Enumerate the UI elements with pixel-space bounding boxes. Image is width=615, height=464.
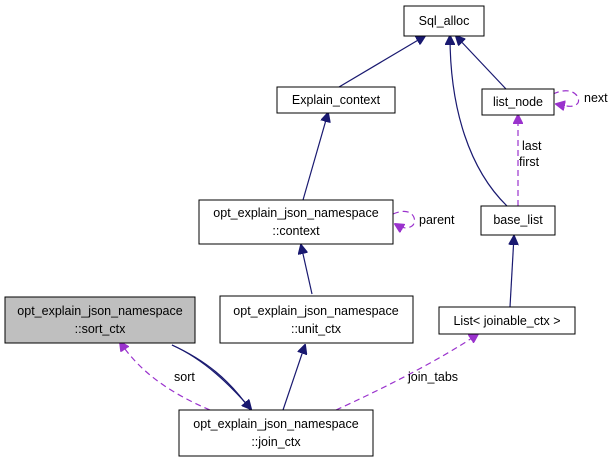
node-context-line1: opt_explain_json_namespace <box>213 206 378 220</box>
node-join-ctx-line1: opt_explain_json_namespace <box>193 417 358 431</box>
edge-label-first: first <box>519 155 540 169</box>
edge-label-join-tabs: join_tabs <box>407 370 458 384</box>
edge-unit-ctx-to-context <box>301 245 313 295</box>
node-sql-alloc[interactable]: Sql_alloc <box>403 5 485 37</box>
node-sort-ctx[interactable]: opt_explain_json_namespace ::sort_ctx <box>4 296 196 344</box>
edge-label-last: last <box>522 139 542 153</box>
edge-base-list-to-sql-alloc <box>450 36 508 207</box>
node-unit-ctx-line1: opt_explain_json_namespace <box>233 304 398 318</box>
node-unit-ctx[interactable]: opt_explain_json_namespace ::unit_ctx <box>219 295 414 344</box>
node-list-node[interactable]: list_node <box>481 88 555 116</box>
edge-label-sort: sort <box>174 370 195 384</box>
usage-edges <box>120 90 580 411</box>
node-list-joinable-ctx[interactable]: List< joinable_ctx > <box>438 306 576 335</box>
node-join-ctx-line2: ::join_ctx <box>251 435 301 449</box>
edge-list-joinable-to-base-list <box>510 236 514 308</box>
inheritance-edges <box>171 36 514 412</box>
node-explain-context[interactable]: Explain_context <box>276 86 396 114</box>
node-explain-context-label: Explain_context <box>292 93 381 107</box>
node-sort-ctx-line1: opt_explain_json_namespace <box>17 304 182 318</box>
node-unit-ctx-line2: ::unit_ctx <box>291 322 342 336</box>
node-sql-alloc-label: Sql_alloc <box>419 14 470 28</box>
node-list-node-label: list_node <box>493 95 543 109</box>
edge-label-next: next <box>584 91 608 105</box>
node-list-joinable-ctx-label: List< joinable_ctx > <box>453 314 560 328</box>
edge-list-node-to-sql-alloc <box>456 36 507 90</box>
node-context[interactable]: opt_explain_json_namespace ::context <box>198 199 394 245</box>
edge-context-to-explain-context <box>302 113 328 201</box>
node-sort-ctx-line2: ::sort_ctx <box>75 322 126 336</box>
edge-join-ctx-sort-to-sort-ctx <box>120 342 211 411</box>
node-context-line2: ::context <box>272 224 320 238</box>
node-join-ctx[interactable]: opt_explain_json_namespace ::join_ctx <box>178 409 374 457</box>
edge-sort-ctx-to-join-ctx <box>171 344 251 409</box>
edge-explain-context-to-sql-alloc <box>338 36 425 88</box>
edge-context-parent-self <box>392 210 416 228</box>
edge-label-parent: parent <box>419 213 455 227</box>
edge-list-node-next-self <box>552 90 580 107</box>
node-base-list[interactable]: base_list <box>480 205 556 236</box>
edge-labels: next last first parent sort join_tabs <box>174 91 608 384</box>
node-base-list-label: base_list <box>493 213 543 227</box>
edge-join-ctx-join-tabs-to-list <box>335 334 478 411</box>
edge-join-ctx-to-unit-ctx-line <box>282 345 305 411</box>
